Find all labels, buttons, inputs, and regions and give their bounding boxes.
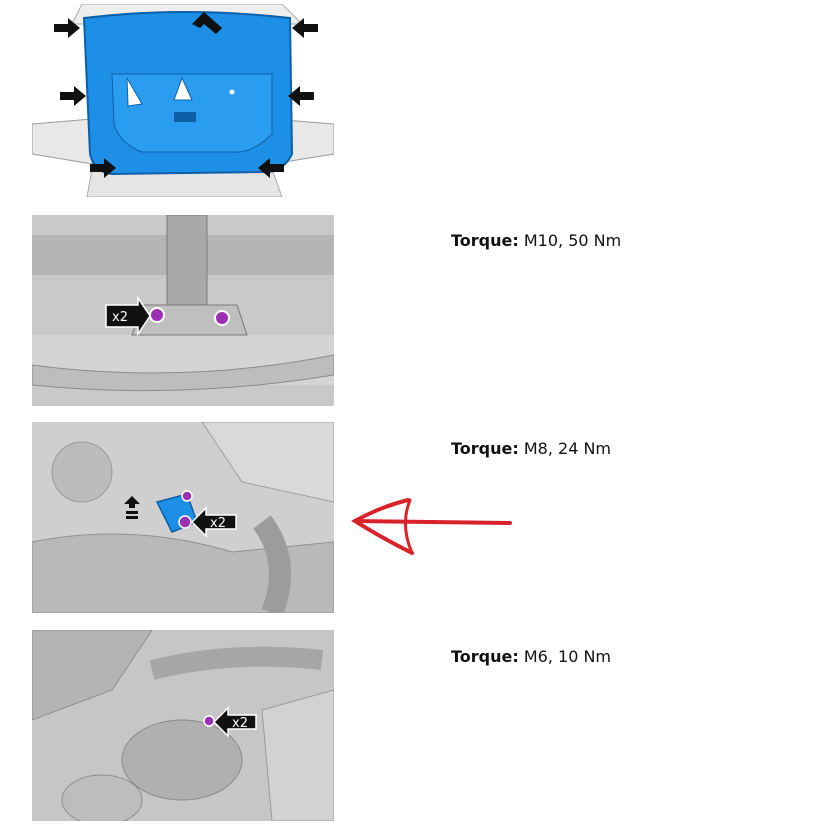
figure-underbody-shield — [32, 4, 334, 197]
svg-text:x2: x2 — [112, 310, 128, 325]
bolt-icon — [181, 490, 193, 502]
torque-spec-3: Torque: M6, 10 Nm — [451, 647, 611, 666]
callout-x2 — [190, 506, 237, 538]
bolt-icon — [149, 307, 165, 323]
red-arrow-annotation — [351, 498, 512, 555]
svg-text:x2: x2 — [210, 516, 226, 531]
torque-spec-2: Torque: M8, 24 Nm — [451, 439, 611, 458]
torque-value: M8, 24 Nm — [518, 439, 612, 458]
torque-value: M6, 10 Nm — [518, 647, 612, 666]
torque-value: M10, 50 Nm — [518, 231, 622, 250]
arrow-icon — [54, 12, 318, 178]
callout-x2 — [105, 295, 151, 337]
bolt-icon — [214, 310, 230, 326]
torque-label: Torque: — [451, 439, 519, 458]
figure-mount-bracket: x2 — [32, 422, 334, 613]
callout-x2 — [212, 706, 257, 738]
figure-engine-bracket: x2 — [32, 630, 334, 821]
up-arrow-icon — [124, 496, 140, 519]
figure-exhaust-bracket: x2 — [32, 215, 334, 406]
svg-text:x2: x2 — [232, 716, 248, 731]
torque-spec-1: Torque: M10, 50 Nm — [451, 231, 621, 250]
torque-label: Torque: — [451, 231, 519, 250]
torque-label: Torque: — [451, 647, 519, 666]
bolt-icon — [203, 715, 215, 727]
bolt-icon — [178, 515, 192, 529]
